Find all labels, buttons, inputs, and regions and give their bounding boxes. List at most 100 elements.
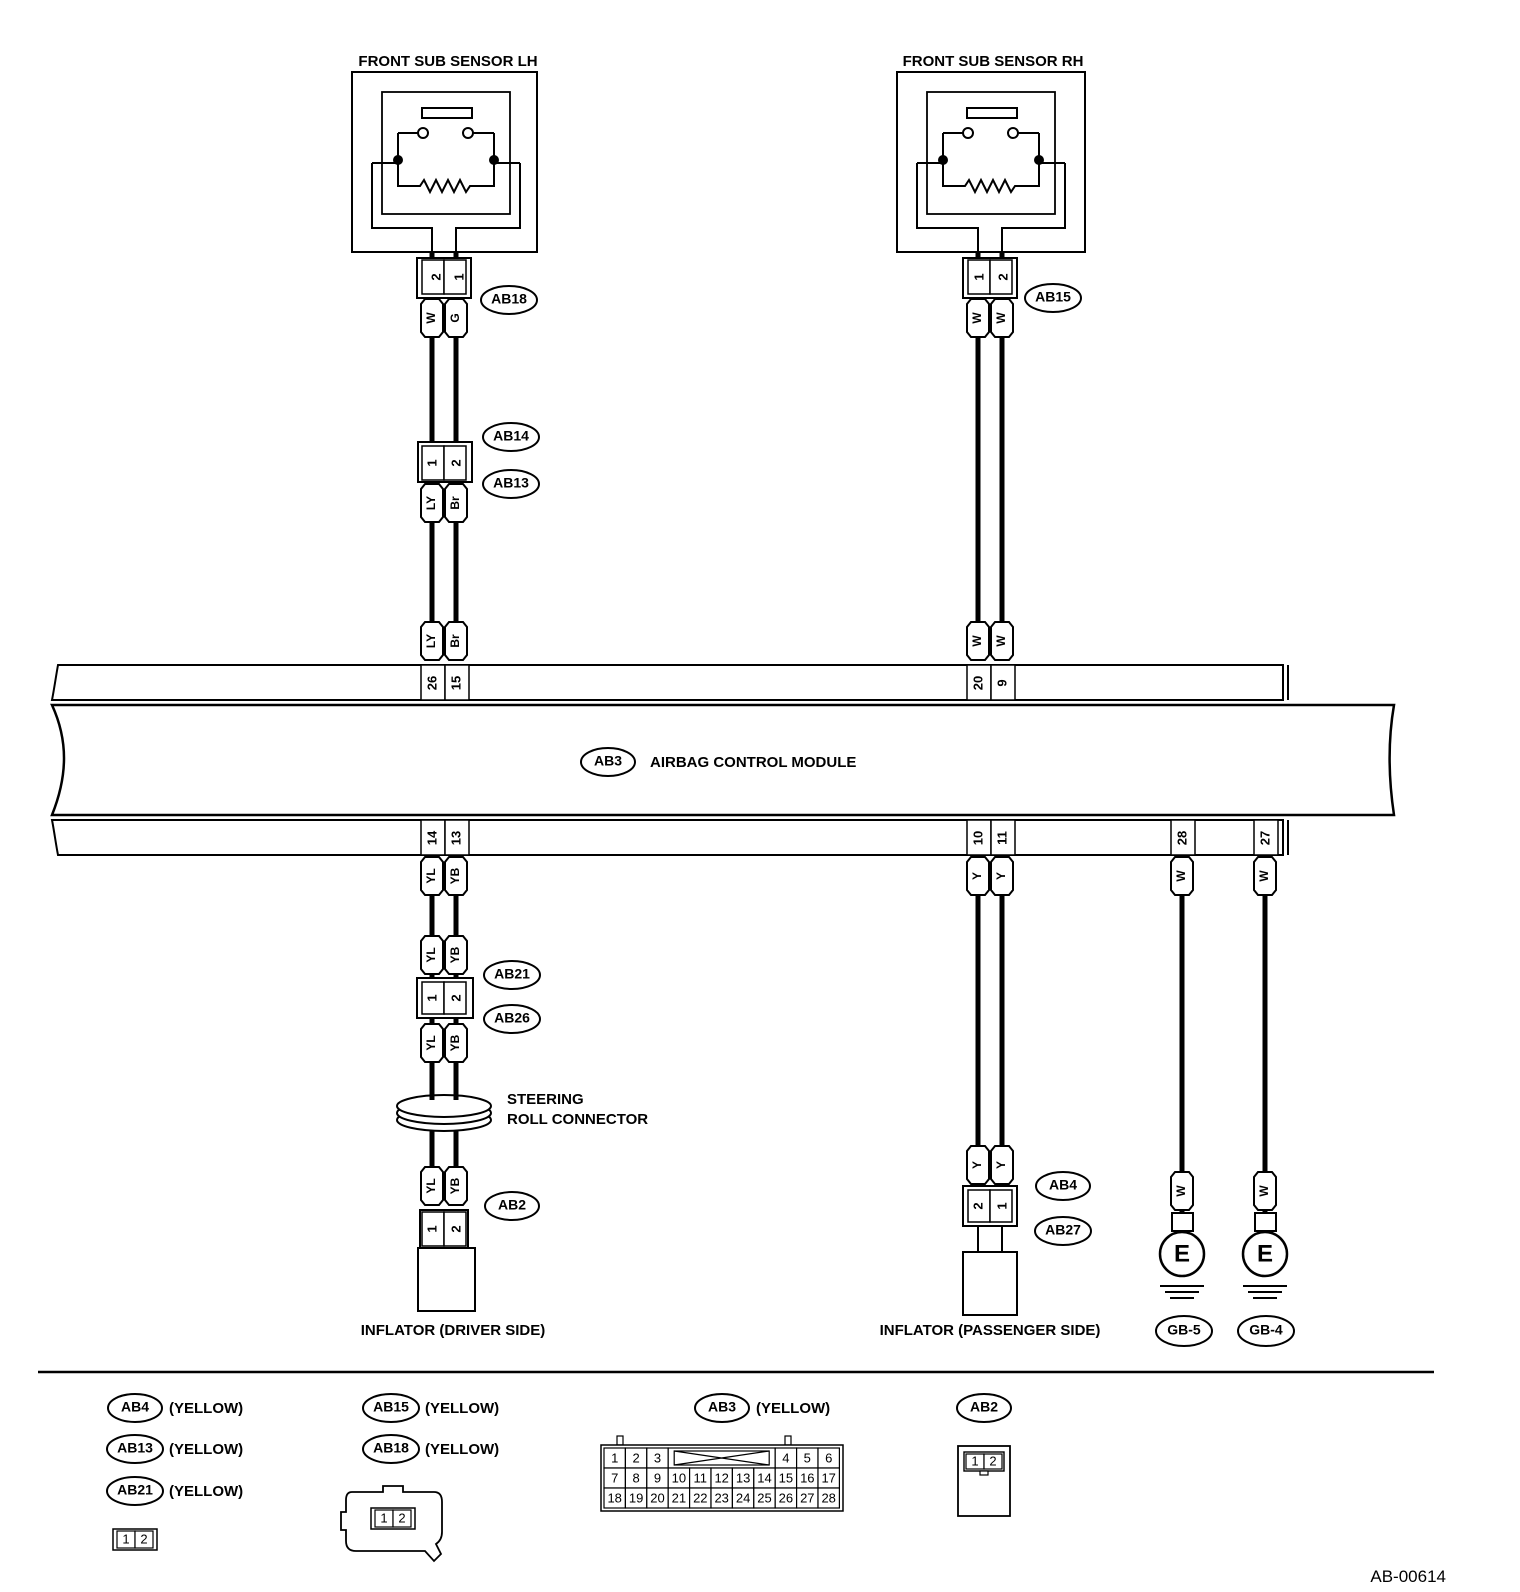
tag-ab26: AB26	[494, 1010, 530, 1026]
wire-color-w: W	[1257, 870, 1271, 882]
pin-ab2-2: 2	[448, 1225, 463, 1232]
steering-roll-connector: STEERING ROLL CONNECTOR	[396, 1080, 648, 1132]
ab3-pin-label: 8	[632, 1470, 639, 1485]
inflator-driver-side: INFLATOR (DRIVER SIDE)	[361, 1247, 545, 1339]
tag-ab3: AB3	[594, 753, 622, 769]
module-label: AIRBAG CONTROL MODULE	[650, 754, 856, 771]
figure-id: AB-00614	[1370, 1567, 1446, 1586]
tag-ab13: AB13	[117, 1440, 153, 1456]
tag-ab13: AB13	[493, 475, 529, 491]
inflator-passenger-side: INFLATOR (PASSENGER SIDE)	[880, 1251, 1101, 1339]
ab3-pin-label: 16	[800, 1470, 814, 1485]
legend-yellow: (YELLOW)	[169, 1483, 243, 1500]
pin-ab14-1: 1	[424, 459, 439, 466]
legend-yellow: (YELLOW)	[169, 1441, 243, 1458]
wire-color-br: Br	[448, 634, 462, 648]
wire-color-w: W	[1257, 1185, 1271, 1197]
tag-ab18: AB18	[373, 1440, 409, 1456]
pin-11: 11	[994, 831, 1009, 845]
wire-caps-rh-module: W W	[966, 621, 1014, 661]
wire-color-yb: YB	[448, 946, 462, 963]
wire-color-yb: YB	[448, 1177, 462, 1194]
connector-ab18: 2 1 AB18	[416, 257, 538, 315]
ab3-pin-label: 28	[821, 1490, 835, 1505]
ab3-lock-cross	[674, 1450, 770, 1466]
wire-color-w: W	[994, 312, 1008, 324]
legend-pin: 1	[971, 1453, 978, 1468]
legend-pin: 1	[380, 1510, 387, 1525]
wire-color-yl: YL	[424, 1178, 438, 1193]
wire-color-y: Y	[994, 1161, 1008, 1169]
ab3-pin-label: 24	[736, 1490, 750, 1505]
pin-27: 27	[1257, 831, 1272, 845]
ab3-pin-label: 22	[693, 1490, 707, 1505]
pin-ab14-2: 2	[448, 459, 463, 466]
pin-ab21-1: 1	[424, 994, 439, 1001]
pin-9: 9	[994, 679, 1009, 686]
legend-group-1: AB4 (YELLOW) AB13 (YELLOW) AB21 (YELLOW)…	[106, 1393, 243, 1551]
ab3-pin-label: 18	[607, 1490, 621, 1505]
ab3-pin-label: 17	[821, 1470, 835, 1485]
ab3-pin-label: 23	[714, 1490, 728, 1505]
tag-gb5: GB-5	[1167, 1322, 1201, 1338]
pin-20: 20	[970, 676, 985, 690]
wire-color-br: Br	[448, 496, 462, 510]
sensor-rh-label: FRONT SUB SENSOR RH	[903, 53, 1084, 70]
legend-pin: 2	[140, 1531, 147, 1546]
wire-color-y: Y	[970, 872, 984, 880]
wire-color-y: Y	[994, 872, 1008, 880]
tag-ab15: AB15	[373, 1399, 409, 1415]
pin-26: 26	[424, 676, 439, 690]
ab3-pin-label: 13	[736, 1470, 750, 1485]
ab3-pin-label: 3	[654, 1450, 661, 1465]
pin-ab15-1: 1	[971, 273, 986, 280]
pin-14: 14	[424, 830, 439, 845]
module-pins-top: 26 15 20 9	[420, 664, 1016, 701]
sensor-lh-label: FRONT SUB SENSOR LH	[358, 53, 537, 70]
pin-ab15-2: 2	[995, 273, 1010, 280]
legend-yellow: (YELLOW)	[425, 1400, 499, 1417]
connector-ab21-ab26: YL YB 1 2 AB21 AB26 YL YB	[416, 935, 541, 1063]
wire-color-w: W	[424, 312, 438, 324]
legend-yellow: (YELLOW)	[756, 1400, 830, 1417]
wire-color-yl: YL	[424, 868, 438, 883]
module-pins-bottom: 14 13 10 11 28 27	[420, 819, 1279, 856]
legend-pin: 2	[398, 1510, 405, 1525]
tag-ab4: AB4	[121, 1399, 149, 1415]
front-sub-sensor-rh: FRONT SUB SENSOR RH	[896, 53, 1086, 253]
pin-ab4-1: 1	[994, 1202, 1009, 1209]
wire-color-yl: YL	[424, 1035, 438, 1050]
pin-ab21-2: 2	[448, 994, 463, 1001]
ab3-pin-label: 26	[779, 1490, 793, 1505]
wire-color-w: W	[1174, 1185, 1188, 1197]
connector-ab4-ab27: Y Y 2 1 AB4 AB27	[962, 1145, 1092, 1252]
ab3-pin-label: 14	[757, 1470, 771, 1485]
legend-yellow: (YELLOW)	[425, 1441, 499, 1458]
tag-gb4: GB-4	[1249, 1322, 1283, 1338]
connector-ab2: YL YB 1 2 AB2	[419, 1166, 540, 1249]
wire-color-w: W	[970, 312, 984, 324]
tag-ab21: AB21	[117, 1482, 153, 1498]
tag-ab18: AB18	[491, 291, 527, 307]
ab3-pin-label: 12	[714, 1470, 728, 1485]
ground-gb5: W E GB-5	[1155, 1171, 1213, 1347]
pin-ab18-2: 2	[428, 273, 443, 280]
wire-color-y: Y	[970, 1161, 984, 1169]
ab3-pin-label: 15	[779, 1470, 793, 1485]
ground-gb4: W E GB-4	[1237, 1171, 1295, 1347]
ab3-pin-cell	[817, 1487, 840, 1509]
inflator-passenger-label: INFLATOR (PASSENGER SIDE)	[880, 1322, 1101, 1339]
wire-color-w: W	[1174, 870, 1188, 882]
wire-color-ly: LY	[424, 634, 438, 648]
pin-28: 28	[1174, 831, 1189, 845]
ab3-pin-label: 2	[632, 1450, 639, 1465]
ab3-pin-label: 19	[629, 1490, 643, 1505]
ab3-pin-label: 6	[825, 1450, 832, 1465]
tag-ab4: AB4	[1049, 1177, 1077, 1193]
legend-group-ab2: AB2 1 2	[956, 1393, 1012, 1517]
pin-13: 13	[448, 831, 463, 845]
wire-color-w: W	[970, 635, 984, 647]
